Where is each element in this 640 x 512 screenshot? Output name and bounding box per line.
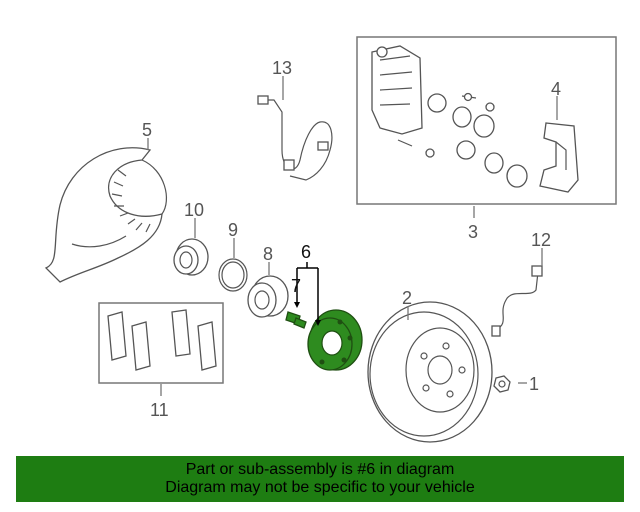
callout-9: 9 bbox=[228, 220, 238, 240]
callout-4: 4 bbox=[551, 79, 561, 99]
callout-13: 13 bbox=[272, 58, 292, 78]
callout-7: 7 bbox=[291, 276, 301, 296]
callout-10: 10 bbox=[184, 200, 204, 220]
callout-8: 8 bbox=[263, 244, 273, 264]
snap-ring bbox=[218, 258, 248, 292]
callout-1: 1 bbox=[529, 374, 539, 394]
wheel-stud bbox=[285, 311, 307, 329]
bearing bbox=[173, 238, 209, 276]
callout-6: 6 bbox=[301, 242, 311, 262]
banner-line-1: Part or sub-assembly is #6 in diagram bbox=[185, 461, 455, 478]
callout-12: 12 bbox=[531, 230, 551, 250]
leader-lines bbox=[147, 76, 558, 396]
brake-rotor bbox=[367, 301, 493, 443]
brake-pads-group bbox=[98, 302, 224, 384]
callout-5: 5 bbox=[142, 120, 152, 140]
hub-bearing bbox=[247, 275, 289, 318]
caliper-group-box bbox=[356, 36, 617, 205]
abs-sensor-wire-rear bbox=[491, 265, 543, 337]
callout-3: 3 bbox=[468, 222, 478, 242]
callout-11: 11 bbox=[150, 400, 169, 420]
info-banner: Part or sub-assembly is #6 in diagram Di… bbox=[16, 456, 624, 502]
caliper-assembly-group bbox=[356, 36, 617, 205]
abs-sensor-wire-front bbox=[257, 95, 333, 181]
axle-hub-highlighted bbox=[307, 309, 363, 371]
lug-nut bbox=[493, 375, 511, 393]
dust-shield bbox=[44, 147, 167, 283]
brake-pads-box bbox=[98, 302, 224, 384]
callout-2: 2 bbox=[402, 288, 412, 308]
banner-line-2: Diagram may not be specific to your vehi… bbox=[165, 479, 475, 496]
